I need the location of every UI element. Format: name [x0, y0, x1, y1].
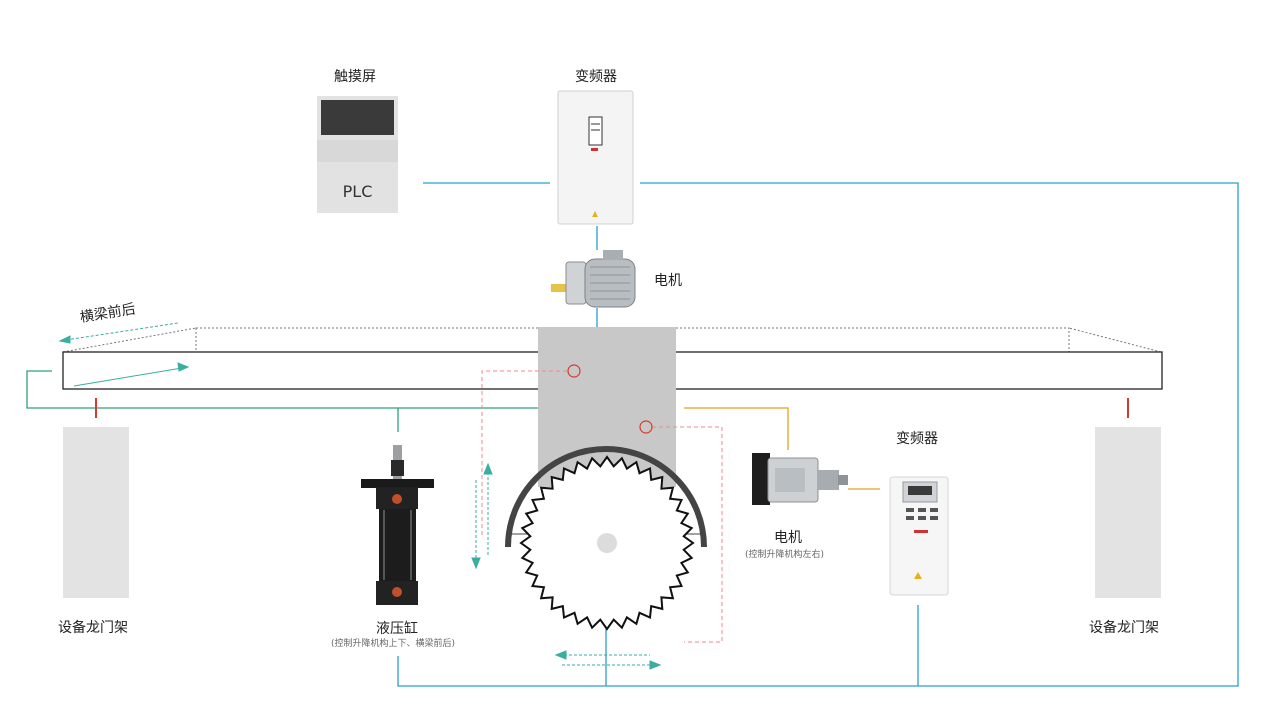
sensor-point: [567, 364, 581, 378]
motor-top-label: 电机: [654, 273, 682, 289]
green-hydraulic-lines: [26, 370, 538, 432]
hydraulic-label: 液压缸: [376, 621, 418, 637]
inverter-right-label: 变频器: [896, 431, 938, 447]
inverter-icon: [557, 90, 634, 225]
touch-screen-label: 触摸屏: [334, 69, 376, 85]
servo-motor-label: 电机: [774, 530, 802, 546]
gantry-right: [1095, 427, 1161, 598]
hydraulic-cylinder-icon: [361, 445, 434, 605]
gantry-left-label: 设备龙门架: [58, 620, 128, 636]
sensor-point: [639, 420, 653, 434]
gantry-right-label: 设备龙门架: [1089, 620, 1159, 636]
touch-screen-display: [321, 100, 394, 135]
touch-screen-plc-icon: PLC: [317, 96, 398, 213]
servo-motor-icon: [752, 453, 848, 505]
servo-motor-note: (控制升降机构左右): [745, 550, 825, 560]
saw-blade-icon: [505, 446, 707, 631]
inverter-top-label: 变频器: [575, 69, 617, 85]
plc-label: PLC: [342, 182, 373, 201]
hydraulic-note: (控制升降机构上下、横梁前后): [331, 639, 456, 649]
beam-move-arrows: [58, 322, 190, 387]
vertical-move-arrows: [471, 462, 493, 570]
gantry-left: [63, 427, 129, 598]
inverter-icon: [889, 476, 949, 596]
red-dashed-cables: [481, 370, 723, 643]
horizontal-move-arrows: [554, 650, 662, 670]
gantry-mount-marks: [95, 398, 1129, 418]
orange-servo-lines: [684, 407, 880, 490]
motor-icon: [551, 250, 636, 308]
